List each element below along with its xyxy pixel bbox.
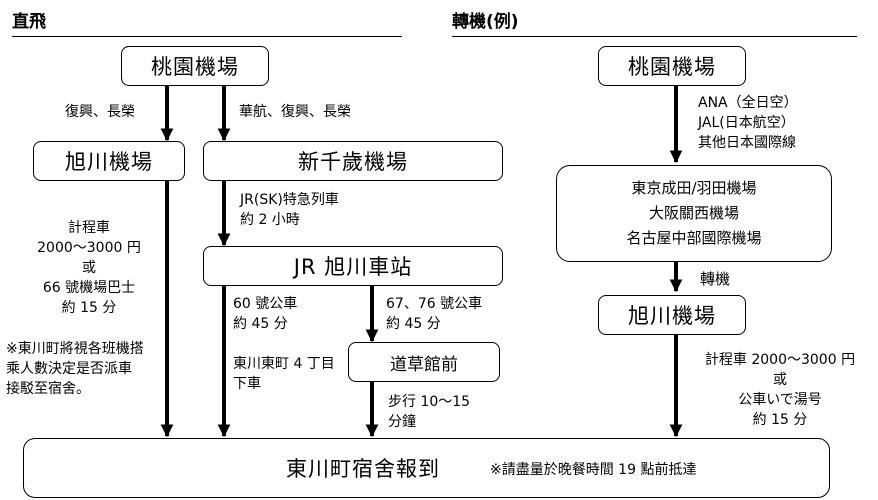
- bus-67-line-1: 67、76 號公車: [386, 296, 483, 312]
- jr-express-line1: JR(SK)特急列車: [240, 192, 339, 208]
- transfer-taxi-line-1: 計程車 2000～3000 円: [704, 352, 856, 368]
- bus-67-line-2: 約 45 分: [386, 316, 441, 332]
- new-chitose-airport-label: 新千歲機場: [298, 150, 408, 174]
- hub-airports-list: 東京成田/羽田機場 大阪關西機場 名古屋中部國際機場: [626, 176, 761, 251]
- dormitory-checkin-box: 東川町宿舍報到 ※請盡量於晚餐時間 19 點前抵達: [23, 438, 830, 498]
- airline-line-2: JAL(日本航空）: [698, 115, 795, 131]
- transfer-label: 轉機: [700, 270, 731, 288]
- hub-osaka: 大阪關西機場: [648, 204, 739, 222]
- walk-line-1: 步行 10～15: [388, 394, 471, 410]
- new-chitose-airport-box: 新千歲機場: [203, 141, 503, 181]
- taxi-line-3: 或: [82, 260, 96, 276]
- asahikawa-airport-label: 旭川機場: [65, 150, 153, 174]
- transfer-flight-heading: 轉機(例): [452, 12, 519, 32]
- route-label-left: 復興、長榮: [65, 104, 135, 120]
- airline-line-3: 其他日本國際線: [698, 135, 796, 151]
- taxi-bus-option-label: 計程車 2000～3000 円 或 66 號機場巴士 約 15 分: [24, 218, 154, 318]
- transfer-taxi-line-3: 公車いで湯号: [738, 392, 822, 408]
- jr-express-line2: 約 2 小時: [240, 212, 300, 228]
- jr-asahikawa-station-label: JR 旭川車站: [293, 255, 413, 279]
- direct-heading-rule: [12, 36, 402, 37]
- shuttle-note: ※東川町將視各班機搭 乘人數決定是否派車 接駁至宿舍。: [6, 339, 144, 399]
- hub-nagoya: 名古屋中部國際機場: [626, 229, 762, 247]
- shuttle-note-line-3: 接駁至宿舍。: [6, 381, 90, 397]
- hub-tokyo: 東京成田/羽田機場: [631, 179, 757, 197]
- taxi-line-1: 計程車: [68, 220, 110, 236]
- taxi-line-2: 2000～3000 円: [37, 240, 141, 256]
- transfer-asahikawa-airport-box: 旭川機場: [598, 295, 746, 335]
- transfer-hub-airports-box: 東京成田/羽田機場 大阪關西機場 名古屋中部國際機場: [556, 165, 832, 262]
- bus-60-stop-line-1: 東川東町 4 丁目: [233, 356, 335, 372]
- taoyuan-airport-box: 桃園機場: [121, 46, 269, 86]
- dormitory-checkin-label: 東川町宿舍報到: [286, 457, 440, 481]
- airline-line-1: ANA（全日空）: [698, 95, 798, 111]
- bus-60-stop-line-2: 下車: [233, 376, 261, 392]
- route-label-right: 華航、復興、長榮: [239, 104, 351, 120]
- asahikawa-airport-box: 旭川機場: [33, 141, 185, 181]
- direct-flight-heading: 直飛: [12, 12, 46, 32]
- bus-60-line-1: 60 號公車: [233, 296, 298, 312]
- michikusa-kan-box: 道草館前: [348, 342, 500, 382]
- transfer-heading-rule: [452, 36, 857, 37]
- transfer-asahikawa-airport-label: 旭川機場: [628, 304, 716, 328]
- bus-60-label: 60 號公車 約 45 分: [233, 294, 297, 334]
- taxi-line-4: 66 號機場巴士: [42, 280, 136, 296]
- walk-time-label: 步行 10～15 分鐘: [388, 392, 470, 432]
- transfer-airlines-label: ANA（全日空） JAL(日本航空） 其他日本國際線: [698, 93, 798, 153]
- transfer-taxi-line-4: 約 15 分: [752, 412, 808, 428]
- jr-asahikawa-station-box: JR 旭川車站: [203, 246, 503, 286]
- transfer-taoyuan-airport-box: 桃園機場: [598, 46, 746, 86]
- transfer-taxi-line-2: 或: [773, 372, 787, 388]
- shuttle-note-line-2: 乘人數決定是否派車: [6, 361, 132, 377]
- michikusa-kan-label: 道草館前: [390, 354, 458, 375]
- taxi-line-5: 約 15 分: [61, 300, 117, 316]
- transfer-taxi-bus-label: 計程車 2000～3000 円 或 公車いで湯号 約 15 分: [696, 350, 864, 430]
- bus-60-line-2: 約 45 分: [233, 316, 288, 332]
- bus-60-stop-label: 東川東町 4 丁目 下車: [233, 354, 335, 394]
- bus-67-76-label: 67、76 號公車 約 45 分: [386, 294, 482, 334]
- walk-line-2: 分鐘: [388, 414, 416, 430]
- taoyuan-airport-label: 桃園機場: [151, 55, 239, 79]
- shuttle-note-line-1: ※東川町將視各班機搭: [6, 341, 144, 357]
- transfer-taoyuan-airport-label: 桃園機場: [628, 55, 716, 79]
- arrival-time-note: ※請盡量於晚餐時間 19 點前抵達: [490, 462, 697, 478]
- jr-express-train-label: JR(SK)特急列車 約 2 小時: [240, 190, 339, 230]
